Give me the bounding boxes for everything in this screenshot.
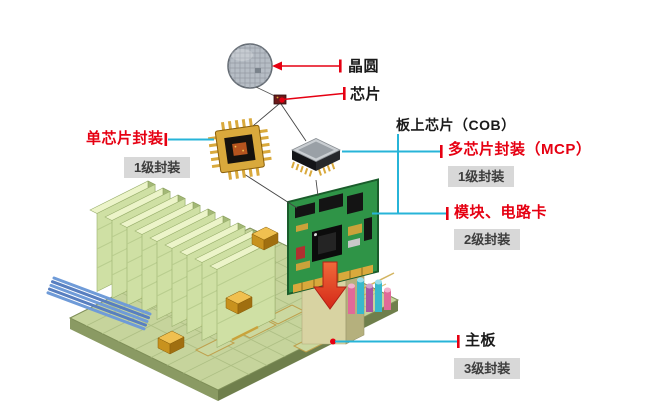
mainboard-label: 主板 [465, 332, 497, 349]
module-label: 模块、电路卡 [454, 204, 548, 221]
single-chip-package-illustration [207, 118, 272, 180]
module-level-badge: 2级封装 [454, 229, 521, 250]
wafer-label: 晶圆 [348, 58, 380, 75]
mcp-label: 多芯片封装（MCP） [448, 141, 592, 158]
down-arrow-icon [313, 261, 347, 310]
mainboard-level-badge: 3级封装 [454, 358, 521, 379]
pointer-lines [164, 59, 460, 348]
die-label: 芯片 [350, 86, 382, 103]
single-chip-label: 单芯片封装 [86, 130, 164, 147]
wafer-illustration [227, 43, 273, 89]
cob-label: 板上芯片（COB） [396, 117, 516, 133]
ribbon-cable-illustration [46, 276, 152, 331]
single-chip-level-badge: 1级封装 [124, 157, 191, 178]
mcp-level-badge: 1级封装 [448, 166, 515, 187]
mcp-package-illustration [291, 138, 341, 177]
capacitor-illustrations [348, 277, 391, 314]
